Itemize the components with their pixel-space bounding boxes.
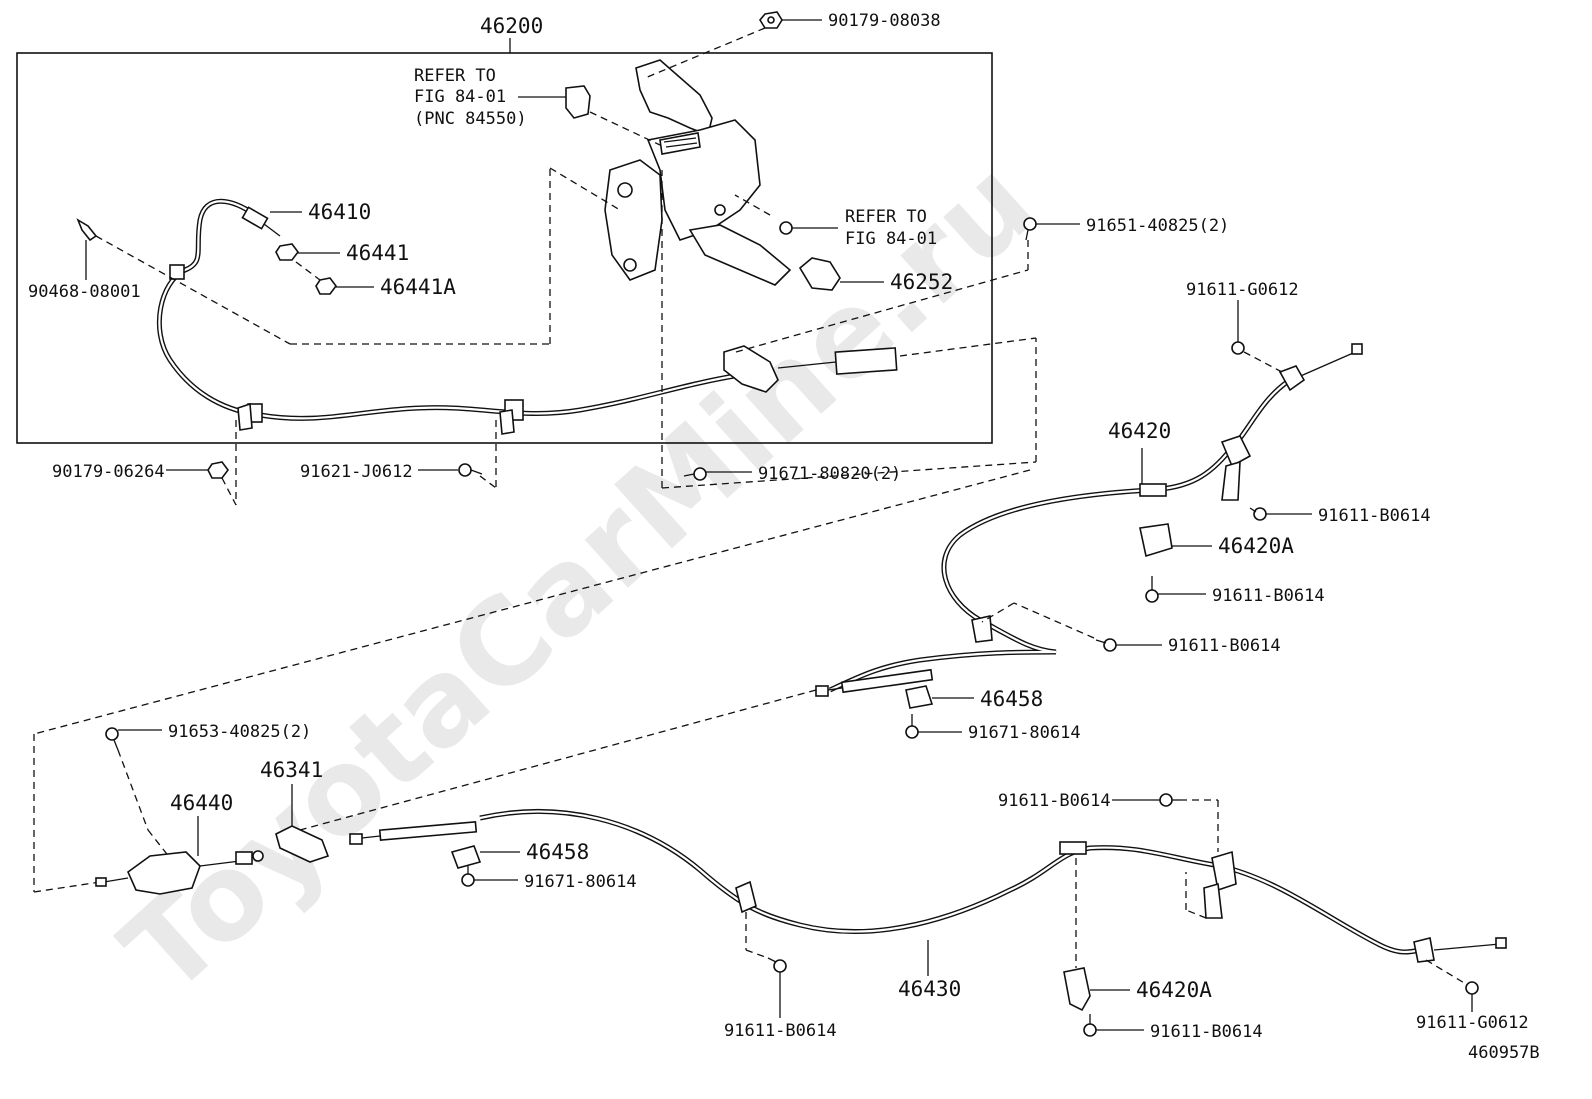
refer-right-line2: FIG 84-01: [845, 229, 937, 249]
label-46420A-bot: 46420A: [1136, 978, 1212, 1002]
label-91611-B0614-f: 91611-B0614: [1150, 1022, 1263, 1042]
bracket-46420A-top-icon: [1139, 523, 1173, 558]
bolt-91621-J0612-icon: [458, 463, 483, 477]
label-46420A-top: 46420A: [1218, 534, 1294, 558]
clip-46458-bot-icon: [450, 845, 482, 869]
label-46430: 46430: [898, 977, 961, 1001]
switch-connector-icon: [565, 85, 591, 119]
inner-cable-end-lh-icon: [349, 820, 478, 845]
cable-connector-icon: [723, 345, 898, 393]
cable-clamp-icon: [169, 264, 524, 435]
label-91611-B0614-e: 91611-B0614: [998, 791, 1111, 811]
refer-top-line2: FIG 84-01: [414, 87, 506, 107]
cable-clamp-lh-icon: [735, 841, 1507, 963]
label-46410: 46410: [308, 200, 371, 224]
cable-end-fitting-icon: [241, 206, 281, 237]
bolt-91671-80614-bot-icon: [461, 866, 475, 887]
cable-end-rh-icon: [971, 343, 1363, 643]
diagram-id: 460957B: [1468, 1043, 1540, 1063]
label-91611-B0614-d: 91611-B0614: [724, 1021, 837, 1041]
bracket-46420A-bot-icon: [1063, 967, 1091, 1012]
label-90179-08038: 90179-08038: [828, 11, 941, 31]
refer-right-line1: REFER TO: [845, 207, 927, 227]
nut-90179-08038-icon: [759, 11, 783, 29]
label-46458-bot: 46458: [526, 840, 589, 864]
label-90468-08001: 90468-08001: [28, 282, 141, 302]
bolt-91611-B0614-f-icon: [1083, 1014, 1097, 1037]
bolt-refer-right-icon: [779, 221, 793, 235]
label-91671-80614-top: 91671-80614: [968, 723, 1081, 743]
label-91611-B0614-c: 91611-B0614: [1168, 636, 1281, 656]
equalizer-46440-icon: [95, 850, 264, 895]
label-91621-J0612: 91621-J0612: [300, 462, 413, 482]
label-90179-06264: 90179-06264: [52, 462, 165, 482]
nut-46441-icon: [275, 243, 299, 261]
bolt-91611-B0614-a-icon: [1249, 507, 1267, 521]
bolt-91611-B0614-b-icon: [1145, 576, 1159, 603]
label-91653-40825: 91653-40825(2): [168, 722, 311, 742]
label-46420: 46420: [1108, 419, 1171, 443]
label-91671-80820: 91671-80820(2): [758, 464, 901, 484]
label-91611-B0614-a: 91611-B0614: [1318, 506, 1431, 526]
label-91611-B0614-b: 91611-B0614: [1212, 586, 1325, 606]
label-91611-G0612-top: 91611-G0612: [1186, 280, 1299, 300]
bolt-91611-B0614-c-icon: [1095, 638, 1117, 652]
label-46341: 46341: [260, 758, 323, 782]
label-46440: 46440: [170, 791, 233, 815]
bolt-91671-80614-top-icon: [905, 714, 919, 739]
assembly-box-46200: [16, 52, 993, 444]
bolt-91611-B0614-e-icon: [1159, 793, 1180, 807]
pedal-pad-46252-icon: [798, 257, 841, 291]
nut-90179-06264-icon: [207, 461, 229, 479]
label-91611-G0612-bot: 91611-G0612: [1416, 1013, 1529, 1033]
bolt-91611-G0612-bot-icon: [1465, 981, 1479, 995]
label-46200: 46200: [480, 14, 543, 38]
parking-brake-pedal-assembly: [604, 59, 792, 286]
label-91671-80614-bot: 91671-80614: [524, 872, 637, 892]
refer-top-line3: (PNC 84550): [414, 109, 527, 129]
label-46458-top: 46458: [980, 687, 1043, 711]
clip-90468-08001-icon: [76, 218, 98, 242]
bolt-91611-G0612-top-icon: [1231, 341, 1245, 355]
nut-46441A-icon: [315, 277, 337, 295]
refer-top-line1: REFER TO: [414, 66, 496, 86]
label-91651-40825: 91651-40825(2): [1086, 216, 1229, 236]
inner-cable-end-rh-icon: [815, 668, 934, 697]
label-46441A: 46441A: [380, 275, 456, 299]
bolt-91671-80820-icon: [683, 467, 707, 481]
clip-46458-top-icon: [905, 685, 934, 709]
label-46252: 46252: [890, 270, 953, 294]
bolt-91611-B0614-d-icon: [767, 957, 787, 973]
label-46441: 46441: [346, 241, 409, 265]
bolt-91653-40825-icon: [105, 727, 119, 751]
